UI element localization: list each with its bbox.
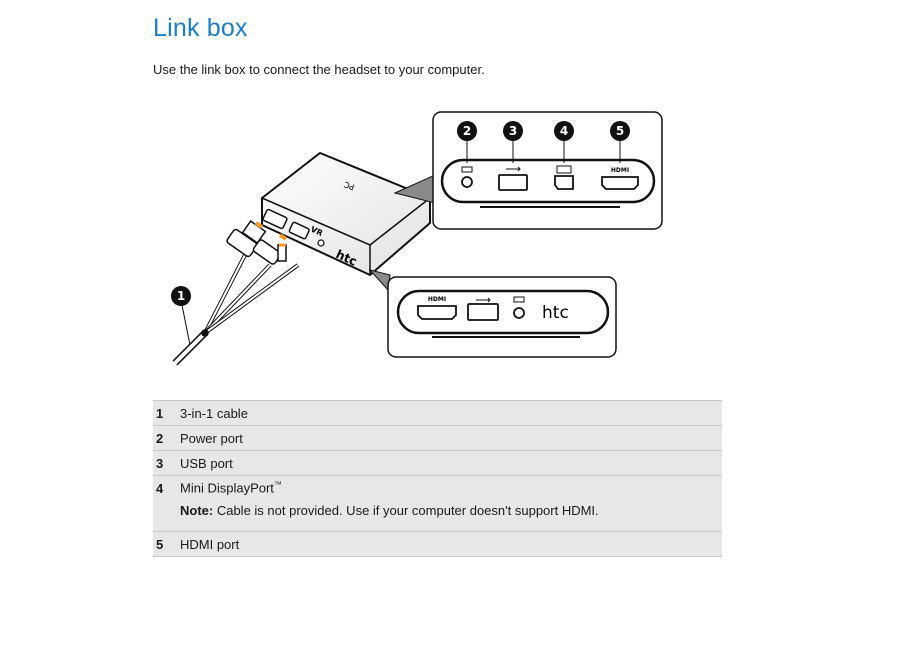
legend-note-row: Note: Cable is not provided. Use if your…: [153, 500, 722, 532]
three-in-one-cable: [172, 220, 300, 366]
intro-text: Use the link box to connect the headset …: [153, 62, 485, 77]
zoom-pointer-vr: [368, 269, 391, 292]
legend-label: Mini DisplayPort: [180, 480, 274, 496]
vr-side-detail: HDMI htc: [387, 276, 617, 358]
legend-label: 3-in-1 cable: [180, 400, 722, 426]
pc-side-detail: 2 3 4 5 H: [432, 111, 663, 230]
legend-label: HDMI port: [180, 531, 722, 557]
legend-label: USB port: [180, 450, 722, 476]
callout-4: 4: [554, 121, 574, 163]
svg-text:4: 4: [560, 124, 568, 138]
legend-num: 2: [153, 425, 180, 451]
svg-text:3: 3: [509, 124, 517, 138]
power-port-icon-vr: [513, 296, 525, 319]
legend-label: Power port: [180, 425, 722, 451]
note-text: Cable is not provided. Use if your compu…: [213, 503, 599, 518]
usb-port-icon: [498, 166, 528, 191]
legend-num: 5: [153, 531, 180, 557]
svg-text:2: 2: [463, 124, 471, 138]
svg-text:HDMI: HDMI: [611, 167, 629, 174]
svg-text:1: 1: [177, 289, 185, 303]
callout-3: 3: [503, 121, 523, 163]
svg-text:5: 5: [616, 124, 624, 138]
usb-port-icon-vr: [467, 297, 499, 321]
legend-note: Note: Cable is not provided. Use if your…: [180, 500, 722, 532]
link-box-illustration: PC VR htc 1: [171, 111, 663, 366]
link-box-body: PC VR htc: [261, 151, 431, 277]
hdmi-port-icon: HDMI: [601, 167, 639, 190]
callout-5: 5: [610, 121, 630, 163]
callout-2: 2: [457, 121, 477, 163]
power-port-icon: [461, 166, 473, 188]
legend-num: 3: [153, 450, 180, 476]
legend-row: 1 3-in-1 cable: [153, 400, 722, 426]
legend-row: 4 Mini DisplayPort™: [153, 475, 722, 500]
legend-num: 1: [153, 400, 180, 426]
pc-label: PC: [342, 179, 355, 191]
vr-htc-logo: htc: [542, 303, 569, 323]
legend-row: 5 HDMI port: [153, 531, 722, 557]
trademark-symbol: ™: [273, 480, 282, 490]
page-title: Link box: [153, 14, 248, 42]
svg-text:HDMI: HDMI: [428, 296, 446, 303]
legend-table: 1 3-in-1 cable 2 Power port 3 USB port 4…: [153, 400, 722, 557]
mini-displayport-icon: [554, 165, 574, 190]
legend-row: 3 USB port: [153, 450, 722, 476]
note-label: Note:: [180, 503, 214, 518]
legend-num: 4: [153, 475, 180, 500]
legend-row: 2 Power port: [153, 425, 722, 451]
legend-label-cell: Mini DisplayPort™: [180, 475, 722, 500]
hdmi-port-icon-vr: HDMI: [417, 296, 457, 320]
callout-1: 1: [171, 286, 191, 346]
